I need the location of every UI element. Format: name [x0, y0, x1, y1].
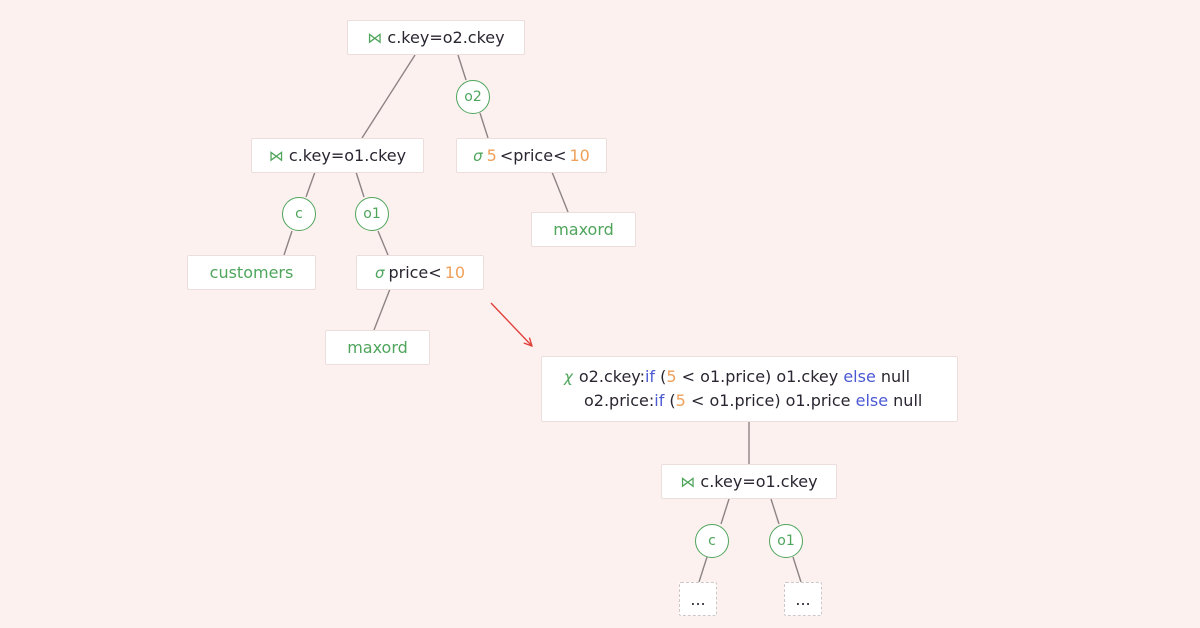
chi-1-num: 5 — [666, 367, 677, 386]
select-predicate: <price< — [499, 146, 567, 165]
join-icon: ⋈ — [680, 472, 696, 491]
chi-1-if: if — [644, 367, 656, 386]
chi-2-if: if — [654, 391, 665, 410]
table-maxord-right: maxord — [531, 212, 636, 247]
chi-2-cond: < o1.price) o1.price — [685, 391, 856, 410]
join-icon: ⋈ — [367, 28, 383, 47]
edge-alias-c-customers — [283, 230, 293, 256]
left-join-node: ⋈ c.key=o1.ckey — [251, 138, 424, 173]
leaf-ellipsis-right: ... — [784, 582, 822, 616]
chi-1-cond: < o1.price) o1.ckey — [676, 367, 844, 386]
chi-2-else: else — [855, 391, 889, 410]
select-upper-bound: 10 — [569, 146, 590, 165]
edge-root-join-left — [361, 54, 416, 139]
edge-root-alias-o2 — [457, 54, 467, 81]
select-predicate: price< — [388, 263, 442, 282]
join-condition: c.key=o1.ckey — [700, 472, 818, 491]
select-lower-bound: 5 — [486, 146, 497, 165]
chi-1-tail: null — [875, 367, 911, 386]
leaf-ellipsis-left: ... — [679, 582, 717, 616]
chi-1-else: else — [843, 367, 876, 386]
table-customers: customers — [187, 255, 316, 290]
after-alias-o1-circle: o1 — [769, 524, 803, 558]
chi-icon: χ — [564, 368, 573, 386]
edge-select-maxord — [551, 171, 569, 213]
edge-alias-o2-select — [479, 112, 489, 139]
table-maxord-left: maxord — [325, 330, 430, 365]
after-join-node: ⋈ c.key=o1.ckey — [661, 464, 837, 499]
transform-arrow — [490, 302, 532, 346]
join-condition: c.key=o2.ckey — [387, 28, 505, 47]
edge-alias-c-leaf — [698, 556, 708, 583]
edge-alias-o1-leaf — [792, 556, 802, 583]
alias-c-circle: c — [282, 197, 316, 231]
chi-1-lhs: o2.ckey: — [578, 367, 645, 386]
chi-1-open: ( — [655, 367, 667, 386]
alias-o2-circle: o2 — [456, 80, 490, 114]
edge-join-alias-o1 — [770, 498, 780, 525]
edge-joinleft-alias-c — [305, 171, 316, 198]
join-condition: c.key=o1.ckey — [288, 146, 407, 165]
chi-2-lhs: o2.price: — [584, 391, 655, 410]
chi-2-open: ( — [664, 391, 676, 410]
join-icon: ⋈ — [268, 146, 284, 165]
left-select-node: σ price< 10 — [356, 255, 484, 290]
chi-2-tail: null — [888, 391, 923, 410]
edge-alias-o1-select — [377, 230, 389, 256]
after-alias-c-circle: c — [695, 524, 729, 558]
edge-join-alias-c — [720, 498, 730, 525]
sigma-icon: σ — [473, 146, 483, 165]
select-upper-bound: 10 — [444, 263, 466, 282]
chi-2-num: 5 — [675, 391, 686, 410]
sigma-icon: σ — [374, 263, 385, 282]
edge-select-maxord-left — [373, 288, 391, 331]
edge-joinleft-alias-o1 — [355, 171, 365, 198]
right-select-node: σ 5 <price< 10 — [456, 138, 607, 173]
chi-line-2: o2.price:if (5 < o1.price) o1.price else… — [564, 389, 922, 413]
root-join-node: ⋈ c.key=o2.ckey — [347, 20, 525, 55]
alias-o1-circle: o1 — [355, 197, 389, 231]
